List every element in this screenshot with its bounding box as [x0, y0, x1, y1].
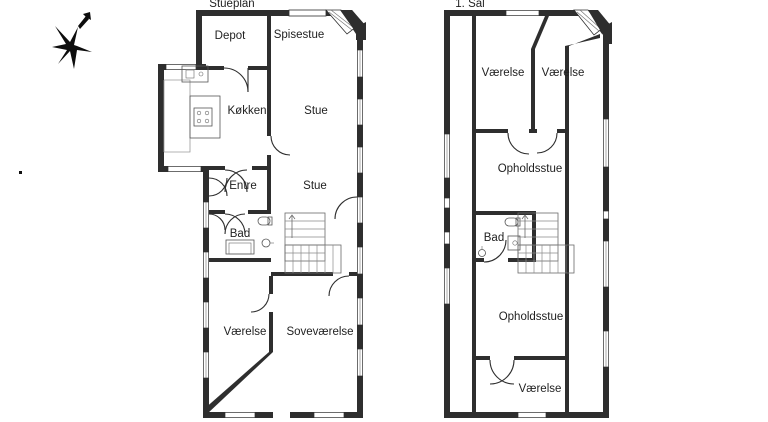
plan-ground-floor: Depot Spisestue Køkken Stue Entre Stue B… — [158, 9, 366, 418]
room-label-stue-lower: Stue — [303, 180, 327, 192]
room-label-sovevaerelse: Soveværelse — [286, 326, 353, 338]
room-label-entre: Entre — [229, 180, 257, 192]
right-wall-ground — [357, 34, 363, 418]
plan-title-first: 1. Sal — [455, 0, 484, 10]
room-label-vaerelse-ground: Værelse — [224, 326, 267, 338]
interior-walls-first — [472, 16, 600, 412]
room-label-spisestue: Spisestue — [274, 29, 325, 41]
toilet-icon — [257, 216, 273, 226]
staircase-icon-first — [517, 212, 575, 274]
shower-icon-first — [507, 235, 521, 251]
margin-dot — [19, 171, 22, 174]
top-wall-first — [444, 9, 612, 44]
depot-left-wall — [196, 10, 202, 70]
bathtub-icon — [225, 239, 255, 255]
bottom-wall-ground — [203, 412, 363, 418]
room-label-vaerelse-nw: Værelse — [482, 67, 525, 79]
stove-icon — [193, 107, 213, 127]
right-wall-first — [603, 35, 609, 418]
washbasin-icon — [261, 238, 274, 248]
room-label-stue-upper: Stue — [304, 105, 328, 117]
north-arrow-icon — [52, 12, 92, 69]
sink-icon — [181, 65, 209, 83]
up-arrow-icon-first — [521, 214, 529, 238]
left-wall-first — [444, 10, 450, 418]
room-label-bad-first: Bad — [484, 232, 504, 244]
left-wall-ground-lower — [203, 176, 209, 418]
bath-fixtures-ground — [225, 216, 274, 255]
interior-walls-ground — [202, 10, 357, 414]
room-label-vaerelse-ne: Værelse — [542, 67, 585, 79]
kitchen-bumpout-walls — [158, 64, 209, 178]
plan-title-ground: Stueplan — [209, 0, 254, 10]
up-arrow-icon — [288, 214, 296, 238]
plan-first-floor: Værelse Værelse Opholdsstue Bad Opholdss… — [444, 9, 612, 418]
room-label-depot: Depot — [215, 30, 246, 42]
staircase-icon-ground — [284, 212, 342, 274]
bottom-wall-first — [444, 412, 609, 418]
doors-ground — [208, 67, 358, 313]
doors-first — [483, 132, 558, 385]
room-label-bad-ground: Bad — [230, 228, 250, 240]
washbasin-icon-first — [478, 246, 486, 257]
room-label-kokken: Køkken — [228, 105, 267, 117]
window-diagonal-top — [325, 9, 357, 35]
kitchen-island — [189, 95, 221, 139]
kitchen-fixtures — [163, 65, 221, 153]
room-label-opholdsstue-bottom: Opholdsstue — [499, 311, 564, 323]
room-label-vaerelse-south: Værelse — [519, 383, 562, 395]
room-label-opholdsstue-top: Opholdsstue — [498, 163, 563, 175]
